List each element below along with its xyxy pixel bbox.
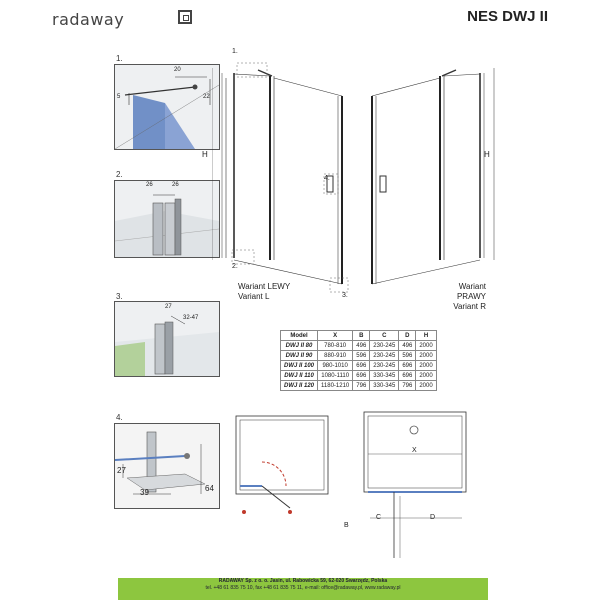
cell: 880-910 [317, 350, 354, 361]
col-h: H [415, 330, 437, 341]
detail-4-dim-39: 39 [140, 488, 149, 497]
col-model: Model [279, 330, 319, 341]
cell: 330-345 [369, 370, 400, 381]
detail-2-panel [114, 180, 220, 258]
height-label-right: H [484, 150, 490, 159]
plan-view-right [363, 411, 467, 558]
callout-4: 4. [324, 175, 330, 182]
cell: DWJ II 110 [279, 370, 319, 381]
brand-logo: radaway [52, 10, 125, 29]
detail-3-dim-27: 27 [165, 304, 172, 310]
detail-2-drawing [114, 181, 220, 257]
plan-dim-b: B [344, 522, 349, 529]
detail-4-dim-27: 27 [117, 466, 126, 475]
cell: DWJ II 90 [279, 350, 319, 361]
cell: 2000 [415, 340, 437, 351]
cell: DWJ II 80 [279, 340, 319, 351]
cell: 330-345 [369, 380, 400, 391]
table-row: DWJ II 100 980-1010 696 230-245 696 2000 [279, 360, 437, 371]
front-view-drawing [212, 62, 495, 293]
variant-right-en: Variant R [453, 302, 486, 311]
footer-contact: tel. +48 61 835 75 10, fax +48 61 835 75… [205, 585, 401, 591]
table-row: DWJ II 80 780-810 496 230-245 496 2000 [279, 340, 437, 351]
model-title: NES DWJ II [467, 8, 548, 25]
cell: 496 [352, 340, 371, 351]
cell: 696 [352, 370, 371, 381]
variant-left-en: Variant L [238, 292, 270, 301]
table-row: DWJ II 110 1080-1110 696 330-345 696 200… [279, 370, 437, 381]
height-label-left: H [202, 150, 208, 159]
step-3-label: 3. [116, 292, 123, 301]
step-2-label: 2. [116, 170, 123, 179]
detail-3-dim-range: 32-47 [183, 315, 199, 321]
col-x: X [317, 330, 354, 341]
step-1-label: 1. [116, 54, 123, 63]
cell: 696 [352, 360, 371, 371]
cell: DWJ II 100 [279, 360, 319, 371]
cell: 230-245 [369, 350, 400, 361]
cell: 2000 [415, 350, 437, 361]
cell: 596 [398, 350, 417, 361]
plan-view-left [235, 415, 329, 514]
cell: 796 [352, 380, 371, 391]
plan-dim-x: X [412, 447, 417, 454]
detail-2-dim-26b: 26 [172, 182, 179, 188]
cell: 496 [398, 340, 417, 351]
detail-1-dim-5: 5 [117, 94, 121, 100]
plan-dim-d: D [430, 514, 436, 521]
cell: 1080-1110 [317, 370, 354, 381]
table-row: DWJ II 120 1180-1210 796 330-345 796 200… [279, 380, 437, 391]
detail-2-dim-26a: 26 [146, 182, 153, 188]
col-c: C [369, 330, 400, 341]
cell: DWJ II 120 [279, 380, 319, 391]
spec-table-header: Model X B C D H [279, 330, 437, 341]
cell: 696 [398, 360, 417, 371]
cell: 796 [398, 380, 417, 391]
cell: 980-1010 [317, 360, 354, 371]
callout-3: 3. [342, 292, 348, 299]
callout-2: 2. [232, 263, 238, 270]
cell: 596 [352, 350, 371, 361]
cell: 780-810 [317, 340, 354, 351]
detail-1-panel [114, 64, 220, 150]
cell: 230-245 [369, 340, 400, 351]
detail-3-panel [114, 301, 220, 377]
detail-4-drawing [114, 424, 219, 508]
cell: 1180-1210 [317, 380, 354, 391]
detail-1-dim-20: 20 [174, 67, 181, 73]
cell: 2000 [415, 370, 437, 381]
cell: 230-245 [369, 360, 400, 371]
step-4-label: 4. [116, 413, 123, 422]
cell: 2000 [415, 360, 437, 371]
variant-right-pl: Wariant PRAWY [456, 282, 486, 301]
spec-table: Model X B C D H DWJ II 80 780-810 496 23… [279, 330, 437, 391]
plan-dim-c: C [376, 514, 382, 521]
cell: 2000 [415, 380, 437, 391]
table-row: DWJ II 90 880-910 596 230-245 596 2000 [279, 350, 437, 361]
detail-3-drawing [115, 302, 219, 376]
variant-left-pl: Wariant LEWY [238, 282, 291, 291]
logo-square-icon [178, 10, 192, 24]
col-d: D [398, 330, 417, 341]
footer-address: RADAWAY Sp. z o. o. Jasin, ul. Rabowicka… [218, 578, 388, 584]
detail-4-panel [114, 423, 220, 509]
callout-1: 1. [232, 48, 238, 55]
cell: 696 [398, 370, 417, 381]
detail-4-dim-64: 64 [205, 484, 214, 493]
variant-right: Wariant PRAWY Variant R [430, 282, 486, 312]
col-b: B [352, 330, 371, 341]
detail-1-drawing [114, 65, 220, 150]
variant-left: Wariant LEWY Variant L [238, 282, 290, 302]
detail-1-dim-22: 22 [203, 94, 210, 100]
footer-bar: RADAWAY Sp. z o. o. Jasin, ul. Rabowicka… [118, 578, 488, 600]
